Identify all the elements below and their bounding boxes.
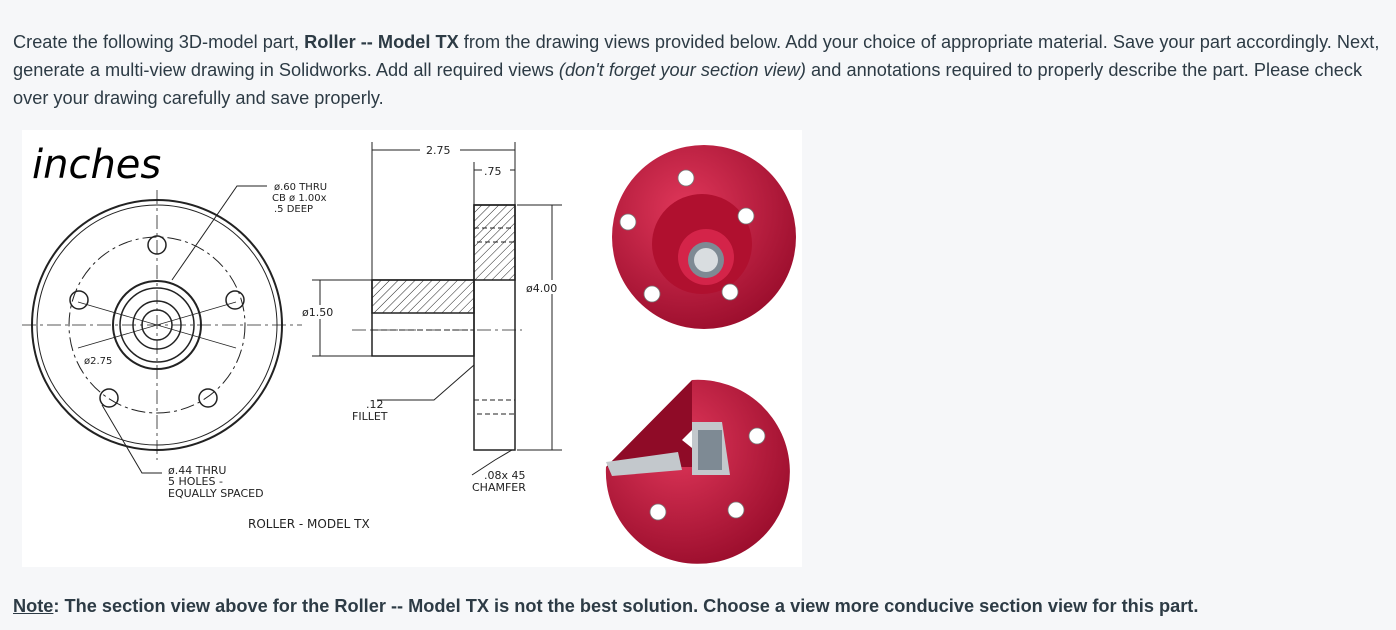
chamfer-label: CHAMFER [472, 481, 526, 494]
fillet-label: FILLET [352, 410, 388, 423]
front-view [22, 190, 302, 460]
units-note: inches [32, 142, 161, 188]
holes-leader [101, 404, 162, 474]
note-paragraph: Note: The section view above for the Rol… [13, 592, 1383, 620]
render-full-part [612, 145, 796, 329]
counterbore-leader [171, 185, 267, 281]
overall-length-dim: 2.75 [426, 144, 451, 157]
counterbore-callout-2: CB ø 1.00x [272, 193, 327, 204]
note-text: : The section view above for the Roller … [53, 596, 1199, 616]
holes-callout-2: 5 HOLES - [168, 475, 223, 488]
instructions-text-1: Create the following 3D-model part, [13, 32, 305, 52]
instructions-text-3: and annotations required to properly des… [13, 60, 1363, 108]
fillet-value: .12 [366, 398, 384, 411]
render-section-part [605, 379, 790, 564]
flange-diameter-dim: ø4.00 [526, 282, 557, 295]
hub-length-dim: .75 [484, 165, 502, 178]
part-name: Roller -- Model TX [304, 32, 459, 52]
holes-callout-1: ø.44 THRU [168, 464, 226, 477]
counterbore-callout-3: .5 DEEP [274, 204, 313, 215]
instructions-text-2: from the drawing views provided below. A… [13, 32, 1380, 80]
note-label: Note [13, 596, 54, 616]
instructions-paragraph: Create the following 3D-model part, Roll… [13, 28, 1383, 112]
chamfer-value: .08x 45 [484, 469, 526, 482]
drawing-figure: inches ø2.75 ø.60 THRU CB ø 1.00x .5 DEE… [22, 130, 802, 567]
section-view-hint: (don't forget your section view) [558, 60, 806, 80]
drawing-title: ROLLER - MODEL TX [248, 517, 370, 531]
bolt-circle-dim: ø2.75 [84, 356, 112, 367]
counterbore-callout-1: ø.60 THRU [274, 182, 327, 193]
hub-diameter-dim: ø1.50 [302, 306, 333, 319]
holes-callout-3: EQUALLY SPACED [168, 487, 264, 500]
